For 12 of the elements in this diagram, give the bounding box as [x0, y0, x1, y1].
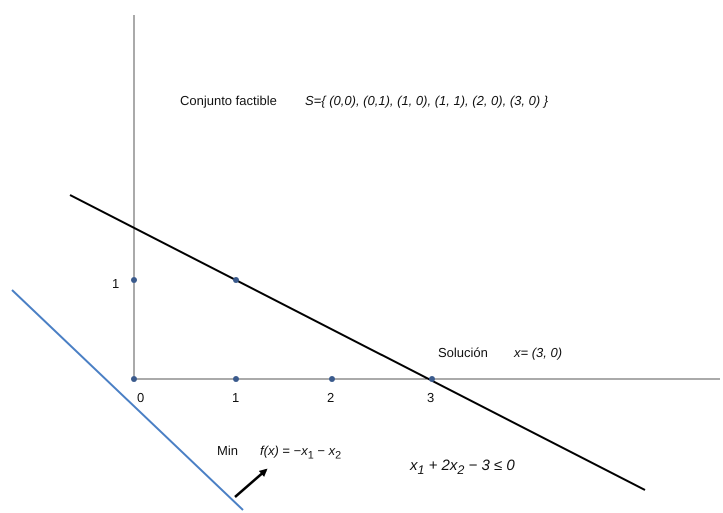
objective-formula: f(x) = −x$_{1}$ − x$_{2}$ [260, 443, 342, 464]
objective-label: Min [217, 443, 238, 459]
set-formula: S={ (0,0), (0,1), (1, 0), (1, 1), (2, 0), (3, 0) } [305, 93, 548, 109]
tick-label: 3 [427, 390, 434, 406]
solution-value: x= (3, 0) [514, 345, 562, 361]
solution-label: Solución [438, 345, 488, 361]
tick-label: 2 [327, 390, 334, 406]
tick-label: 1 [112, 276, 120, 292]
constraint-formula: x$_{1}$ + 2x$_{2}$ − 3 ≤ 0 [410, 458, 515, 478]
tick-label: 0 [137, 390, 144, 406]
set-label: Conjunto factible [180, 93, 277, 109]
tick-label: 1 [232, 390, 240, 406]
